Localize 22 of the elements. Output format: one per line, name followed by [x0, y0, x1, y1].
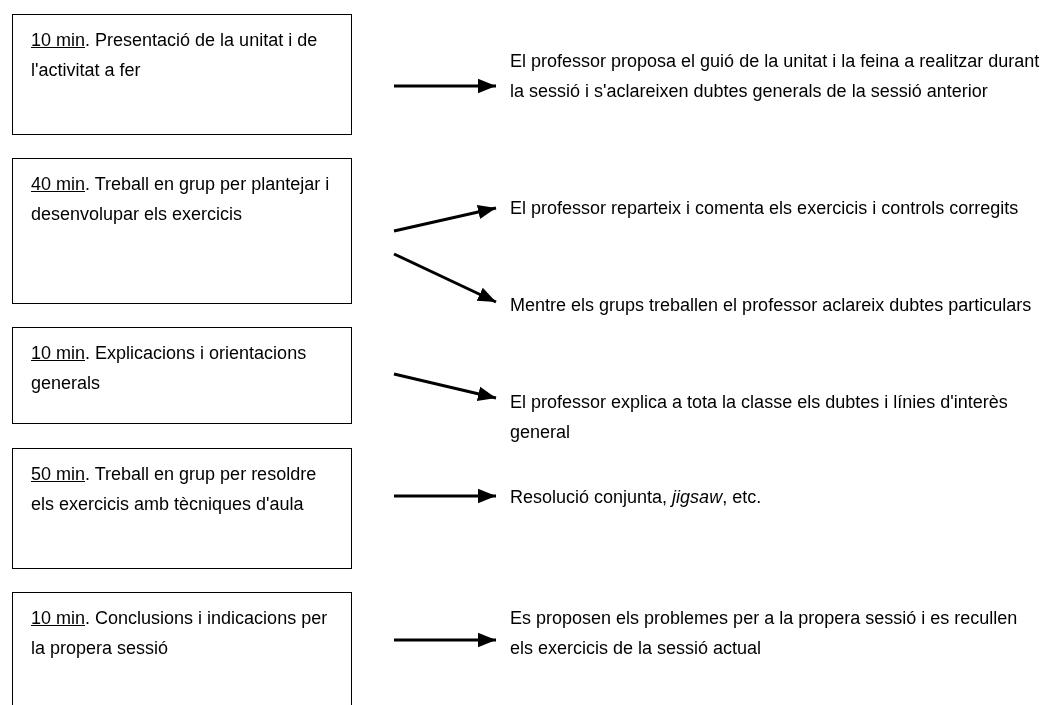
arrow [394, 632, 496, 648]
description-text: Es proposen els problemes per a la propera sessió i es recullen els exercicis de la sessió actual [510, 603, 1040, 697]
arrow [393, 372, 497, 401]
arrow [394, 488, 496, 504]
activity-box [12, 327, 352, 424]
description-text: Resolució conjunta, jigsaw, etc. [510, 482, 1040, 514]
activity-box [12, 448, 352, 569]
arrow [393, 252, 497, 304]
description-text: Mentre els grups treballen el professor aclareix dubtes particulars [510, 290, 1040, 352]
arrow [394, 78, 496, 94]
description-text: El professor explica a tota la classe els dubtes i línies d'interès general [510, 387, 1040, 449]
activity-box [12, 14, 352, 135]
activity-text: 10 min. Presentació de la unitat i de l'activitat a fer [31, 29, 319, 82]
activity-box [12, 592, 352, 705]
activity-text: 10 min. Explicacions i orientacions generals [31, 342, 308, 395]
activity-text: 50 min. Treball en grup per resoldre els exercicis amb tècniques d'aula [31, 463, 318, 516]
description-text: El professor proposa el guió de la unitat i la feina a realitzar durant la sessió i s'aclareixen dubtes generals de la sessió anterior [510, 46, 1040, 170]
arrow [393, 204, 497, 233]
activity-text: 10 min. Conclusions i indicacions per la propera sessió [31, 607, 329, 660]
activity-text: 40 min. Treball en grup per plantejar i desenvolupar els exercicis [31, 173, 331, 226]
description-text: El professor reparteix i comenta els exercicis i controls corregits [510, 193, 1040, 255]
activity-box [12, 158, 352, 304]
